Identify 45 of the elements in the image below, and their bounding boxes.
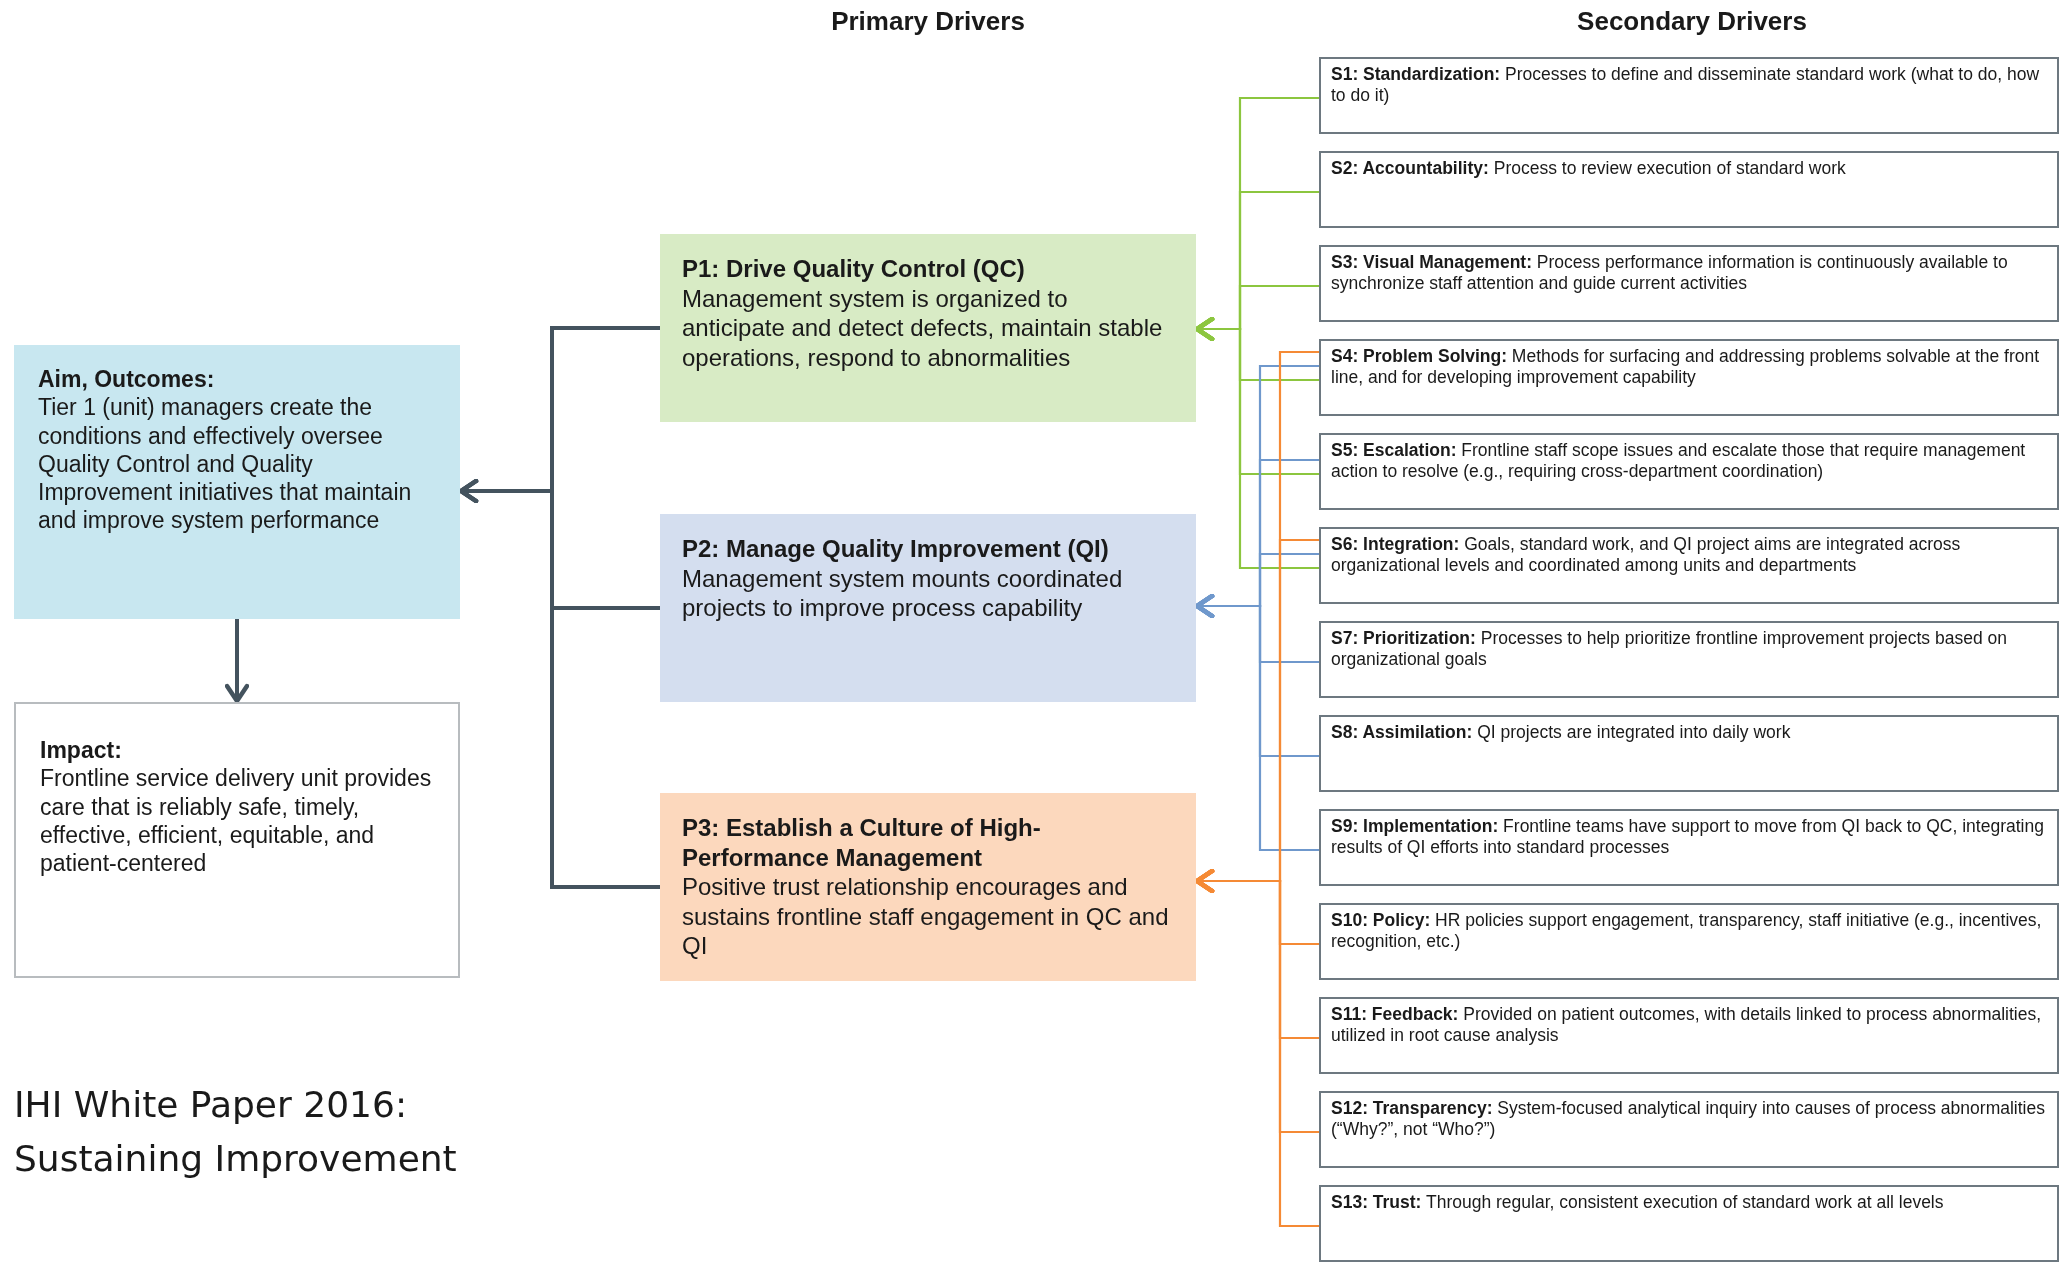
box-heading: P3: Establish a Culture of High-Performance Management	[682, 813, 1042, 873]
driver-description: S5: Escalation: Frontline staff scope issues and escalate those that require management action to resolve (e.g., requiring cross-department coordination)	[1331, 440, 2027, 482]
box-text: Positive trust relationship encourages and sustains frontline staff engagement in QC and QI	[682, 872, 1170, 961]
secondary-driver-box	[1319, 1185, 2059, 1262]
secondary-driver-box	[1319, 1091, 2059, 1168]
driver-description: S12: Transparency: System-focused analytical inquiry into causes of process abnormalities (“Why?”, not “Who?”)	[1331, 1098, 2046, 1140]
box-heading: P1: Drive Quality Control (QC)	[682, 254, 1026, 284]
driver-description: S2: Accountability: Process to review execution of standard work	[1331, 158, 1847, 179]
driver-description: S13: Trust: Through regular, consistent execution of standard work at all levels	[1331, 1192, 1945, 1213]
driver-description: S11: Feedback: Provided on patient outcomes, with details linked to process abnormalities, utilized in root cause analysis	[1331, 1004, 2043, 1046]
box-text: Management system mounts coordinated projects to improve process capability	[682, 563, 1124, 623]
secondary-driver-box	[1319, 245, 2059, 322]
secondary-driver-box	[1319, 621, 2059, 698]
driver-description: S10: Policy: HR policies support engagement, transparency, staff initiative (e.g., incentives, recognition, etc.)	[1331, 910, 2043, 952]
impact-box	[14, 702, 460, 978]
secondary-driver-box	[1319, 527, 2059, 604]
box-text: Tier 1 (unit) managers create the conditions and effectively oversee Quality Control and Quality Improvement initiatives that maintain and improve system performance	[38, 393, 413, 535]
box-text: Management system is organized to anticipate and detect defects, maintain stable operations, respond to abnormalities	[682, 283, 1164, 373]
driver-description: S6: Integration: Goals, standard work, and QI project aims are integrated across organizational levels and coordinated among units and departments	[1331, 534, 1962, 576]
driver-box	[660, 793, 1196, 981]
box-text: Frontline service delivery unit provides care that is reliably safe, timely, effective, efficient, equitable, and patient-centered	[40, 764, 433, 878]
box-heading: P2: Manage Quality Improvement (QI)	[682, 534, 1110, 564]
caption-text: IHI White Paper 2016: Sustaining Improvement	[14, 1083, 458, 1181]
driver-description: S8: Assimilation: QI projects are integrated into daily work	[1331, 722, 1792, 743]
secondary-driver-box	[1319, 57, 2059, 134]
driver-box	[660, 234, 1196, 422]
column-heading: Secondary Drivers	[1577, 6, 1807, 37]
secondary-driver-box	[1319, 809, 2059, 886]
connector-arrow	[224, 619, 250, 704]
driver-description: S1: Standardization: Processes to define and disseminate standard work (what to do, how to do it)	[1331, 64, 2041, 106]
secondary-driver-box	[1319, 151, 2059, 228]
secondary-driver-box	[1319, 339, 2059, 416]
secondary-driver-box	[1319, 997, 2059, 1074]
driver-box	[660, 514, 1196, 702]
driver-description: S4: Problem Solving: Methods for surfacing and addressing problems solvable at the front line, and for developing improvement capability	[1331, 346, 2041, 388]
driver-description: S3: Visual Management: Process performance information is continuously available to synchronize staff attention and guide current activities	[1331, 252, 2009, 294]
box-heading: Impact:	[40, 736, 123, 765]
column-heading: Primary Drivers	[831, 6, 1025, 37]
secondary-driver-box	[1319, 433, 2059, 510]
aim-box	[14, 345, 460, 619]
driver-description: S7: Prioritization: Processes to help prioritize frontline improvement projects based on organizational goals	[1331, 628, 2008, 670]
secondary-driver-box	[1319, 715, 2059, 792]
box-heading: Aim, Outcomes:	[38, 365, 216, 394]
secondary-driver-box	[1319, 903, 2059, 980]
driver-description: S9: Implementation: Frontline teams have support to move from QI back to QC, integrating results of QI efforts into standard processes	[1331, 816, 2045, 858]
